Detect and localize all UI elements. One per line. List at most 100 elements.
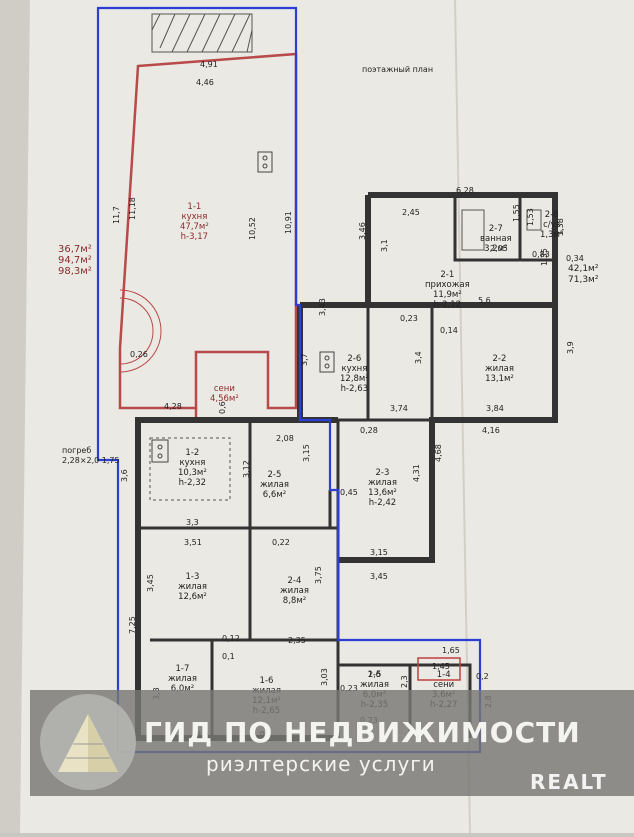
- dimension-label: 3,15: [370, 548, 388, 557]
- dimension-label: 3,6: [120, 469, 129, 482]
- dimension-label: 3,45: [370, 572, 388, 581]
- room-h: h-2,32: [178, 478, 207, 488]
- room-id: 2-3: [375, 468, 390, 478]
- dimension-label: 0,26: [130, 350, 148, 359]
- dimension-label: 3,15: [302, 444, 311, 462]
- room-name: сени: [433, 680, 455, 690]
- dimension-label: 4,16: [482, 426, 500, 435]
- room-id: 1-7: [175, 664, 190, 674]
- dimension-label: 3,03: [320, 668, 329, 686]
- pyramid-logo-icon: [58, 714, 118, 772]
- agency-subtitle: риэлтерские услуги: [206, 752, 436, 776]
- dimension-label: 0,34: [566, 254, 584, 263]
- room-name: сени: [213, 384, 235, 394]
- room-name: кухня: [179, 458, 206, 468]
- room-name: жилая: [168, 674, 197, 684]
- dimension-label: 4,46: [196, 78, 214, 87]
- room-name: жилая: [260, 480, 289, 490]
- dimension-label: 0,83: [532, 250, 550, 259]
- room-area: 12,6м²: [178, 592, 207, 602]
- dimension-label: 3,84: [486, 404, 504, 413]
- room-name: прихожая: [425, 280, 470, 290]
- room-id: 2-7: [488, 224, 503, 234]
- room-id: 1-1: [187, 202, 202, 212]
- room-name: жилая: [280, 586, 309, 596]
- porch-steps: [151, 13, 253, 53]
- room-id: 1-4: [436, 670, 451, 680]
- dimension-label: 3,7: [300, 353, 309, 366]
- agency-banner: ГИД ПО НЕДВИЖИМОСТИ риэлтерские услуги: [30, 690, 634, 796]
- dimension-label: 3,45: [146, 574, 155, 592]
- bay-window-arc: [119, 289, 162, 373]
- dimension-label: 1,53: [526, 208, 535, 226]
- dimension-label: 4,28: [164, 402, 182, 411]
- room-id: 2-6: [347, 354, 362, 364]
- summary-left: 36,7м² 94,7м² 98,3м²: [58, 244, 92, 277]
- dimension-label: 4,31: [412, 464, 421, 482]
- porch-box-red: [417, 657, 461, 681]
- room-h: h-2,63: [340, 384, 369, 394]
- bay-window-arc-inner: [119, 297, 154, 365]
- room-h: h-3,17: [180, 232, 209, 242]
- room-name: с/уз: [543, 220, 561, 230]
- dimension-label: 7,25: [128, 616, 137, 634]
- summary-right-2: 71,3м²: [568, 275, 599, 285]
- room-id: 1-6: [259, 676, 274, 686]
- room-name: жилая: [368, 478, 397, 488]
- room-area: 4,56м²: [210, 394, 239, 404]
- paper-sheet: [20, 0, 634, 833]
- dimension-label: 0,23: [400, 314, 418, 323]
- room-h: h-2,42: [368, 498, 397, 508]
- dimension-label: 3,51: [184, 538, 202, 547]
- dimension-label: 3,74: [390, 404, 408, 413]
- dimension-label: 2,05: [490, 244, 508, 253]
- room-area: 3,2м²: [484, 244, 508, 254]
- dimension-label: 3,38: [556, 218, 565, 236]
- room-h: h-2,12: [433, 300, 462, 310]
- dimension-label: 3,4: [414, 351, 423, 364]
- dimension-label: 3,1: [380, 239, 389, 252]
- dimension-label: 4,91: [200, 60, 218, 69]
- dimension-label: 0,28: [360, 426, 378, 435]
- room-name: жилая: [485, 364, 514, 374]
- room-area: 10,3м²: [178, 468, 207, 478]
- watermark: REALT: [530, 770, 608, 794]
- cellar-label: погреб 2,28×2,0 1,75: [62, 446, 120, 466]
- dimension-label: 2,35: [288, 636, 306, 645]
- summary-left-2: 94,7м²: [58, 255, 92, 266]
- room-id: 2-4: [287, 576, 302, 586]
- room-area: 6,6м²: [262, 490, 287, 500]
- room-area: 47,7м²: [180, 222, 209, 232]
- room-id: 1-3: [185, 572, 200, 582]
- dimension-label: 0,12: [222, 634, 240, 643]
- agency-title: ГИД ПО НЕДВИЖИМОСТИ: [144, 716, 581, 749]
- room-id: 1-2: [185, 448, 200, 458]
- plan-title: поэтажный план: [362, 65, 433, 74]
- dimension-label: 2,45: [402, 208, 420, 217]
- room-area: 13,6м²: [368, 488, 397, 498]
- dimension-label: 3,12: [242, 460, 251, 478]
- summary-left-1: 36,7м²: [58, 244, 92, 255]
- dimension-label: 11,7: [112, 206, 121, 224]
- dimension-label: 3,9: [566, 341, 575, 354]
- room-area: 11,9м²: [432, 290, 462, 300]
- dimension-label: 4,68: [434, 444, 443, 462]
- room-area: 6,0м²: [170, 684, 195, 694]
- dimension-label: 1,65: [442, 646, 460, 655]
- dimension-label: 6,28: [456, 186, 474, 195]
- dimension-label: 1,45: [432, 662, 450, 671]
- room-id: 2-8: [544, 210, 559, 220]
- dimension-label: 10,91: [284, 211, 293, 234]
- room-name: жилая: [178, 582, 207, 592]
- dimension-label: 0,22: [272, 538, 290, 547]
